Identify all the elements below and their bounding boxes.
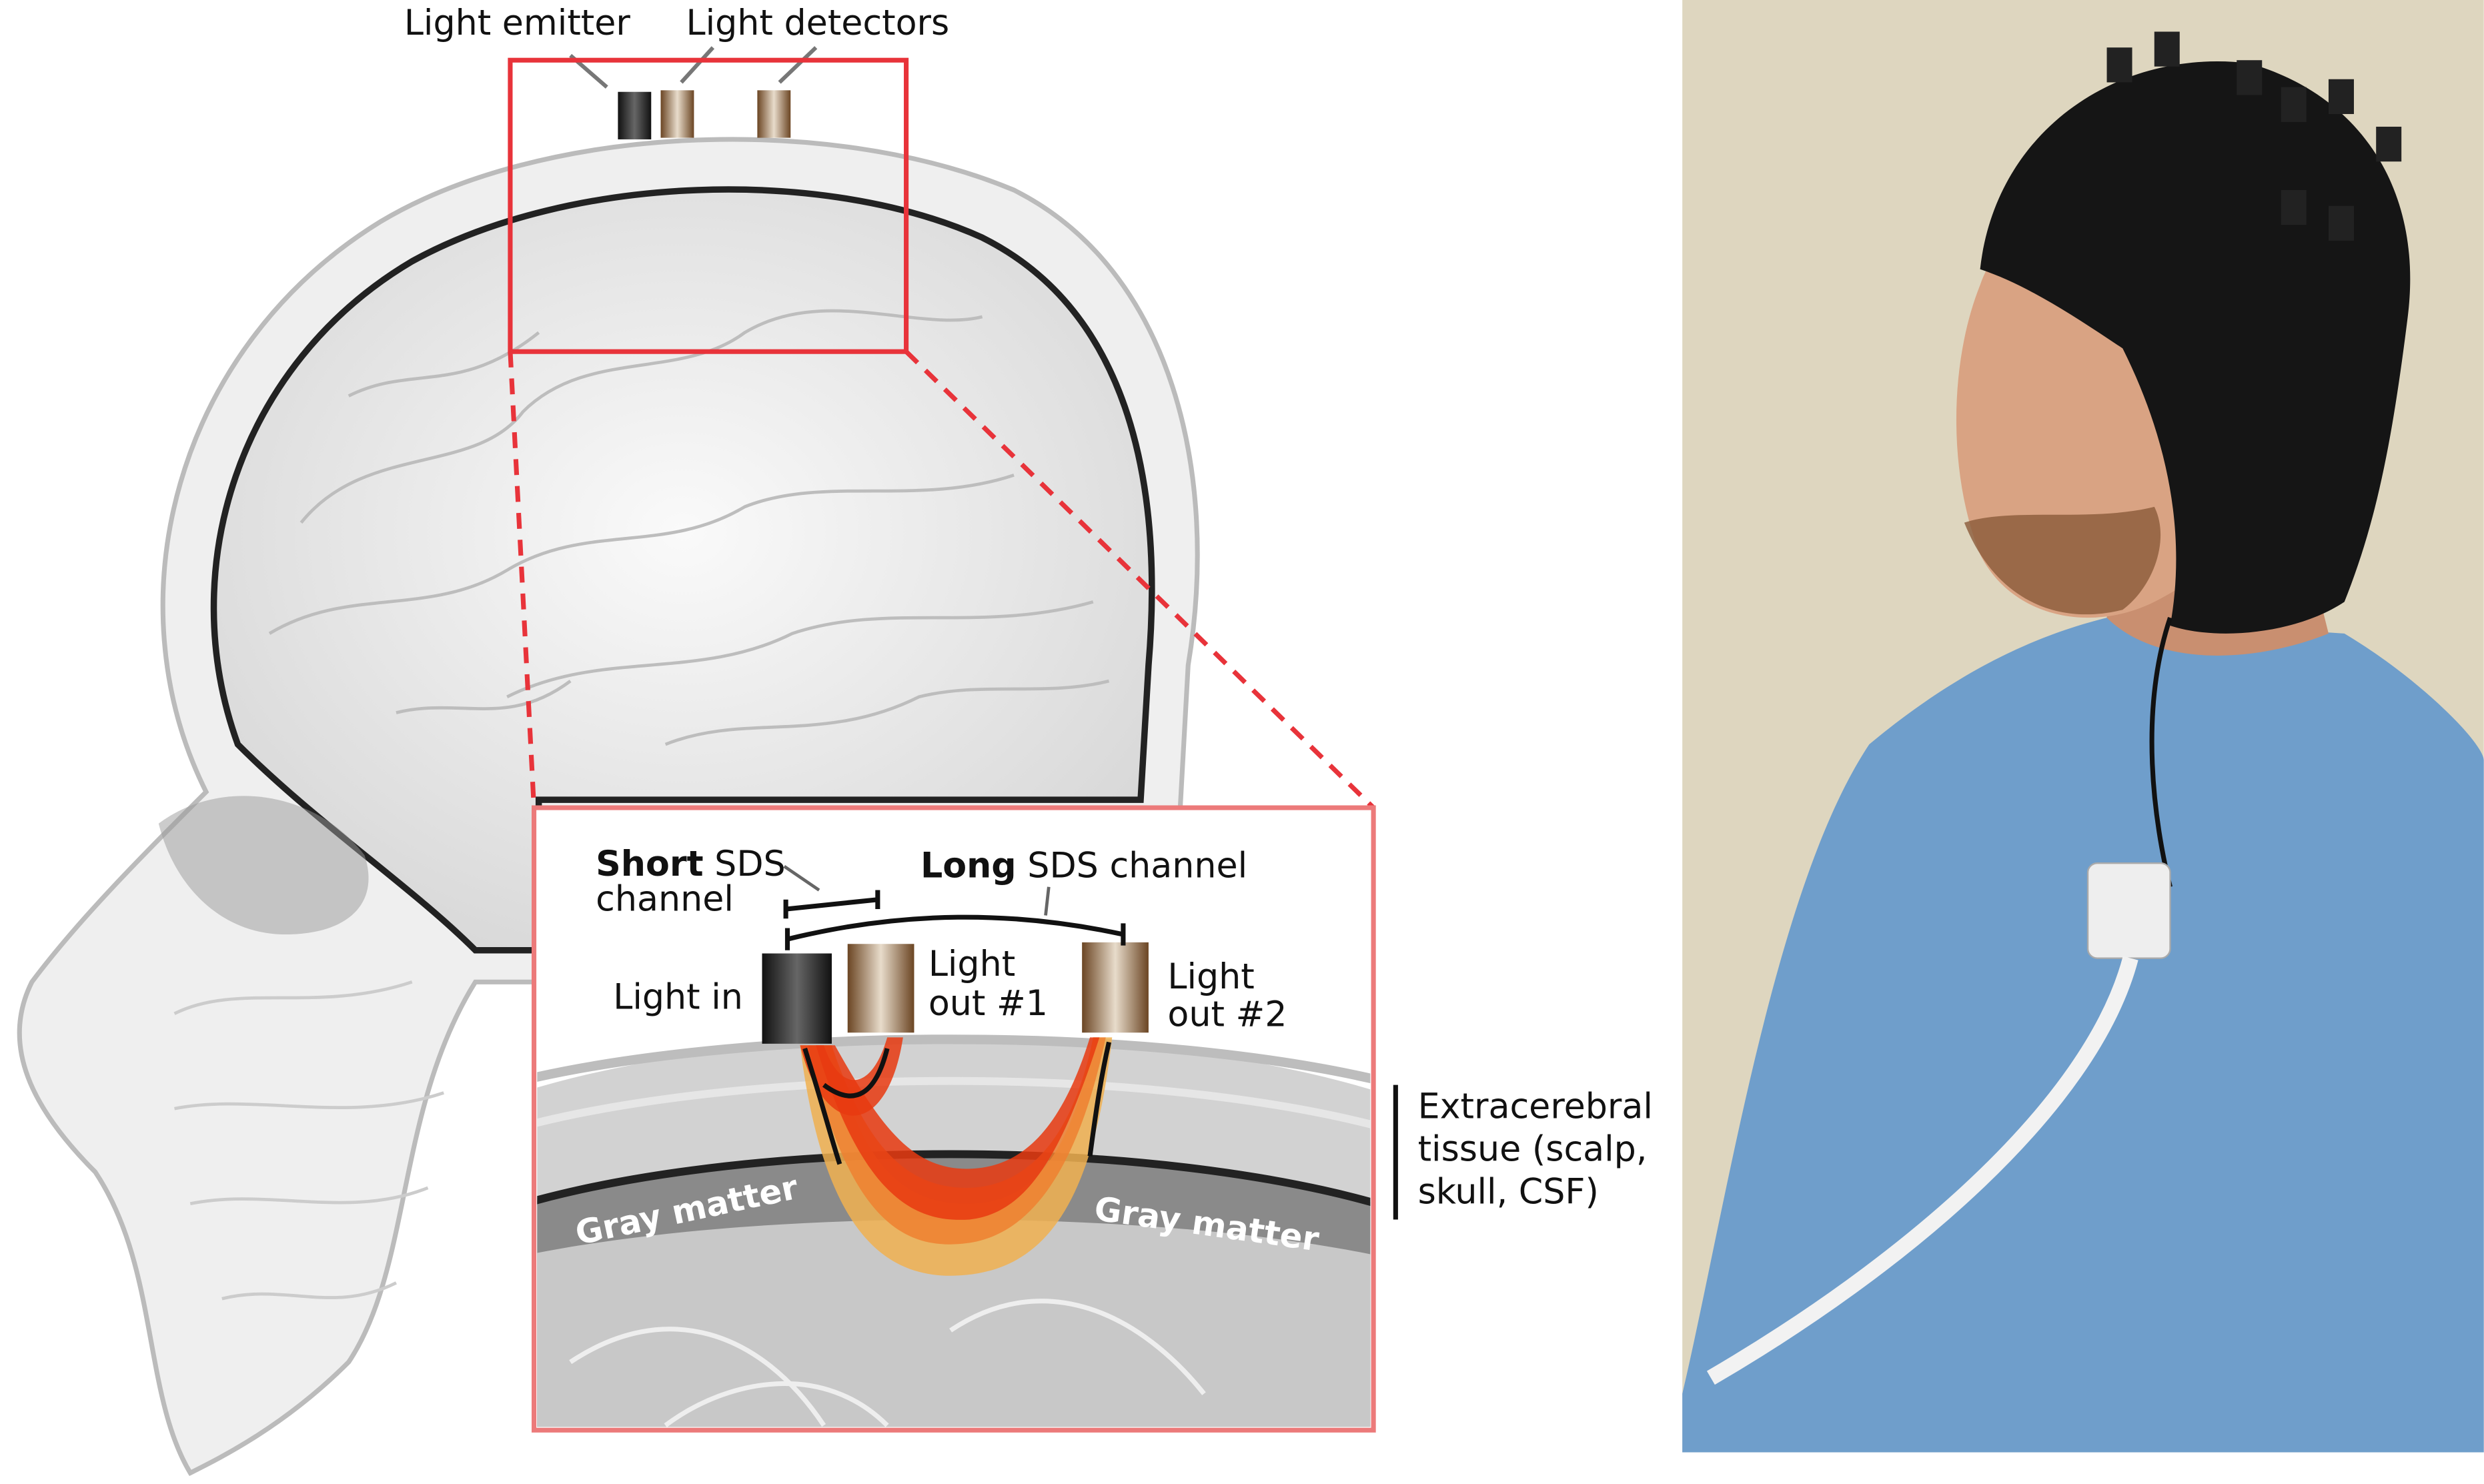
detector-optode-2: [757, 90, 791, 138]
light-detectors-label: Light detectors: [686, 3, 950, 43]
short-sds-label: Short SDS: [596, 844, 786, 884]
inset-emitter-optode: [762, 953, 832, 1044]
highlight-box: [508, 57, 909, 354]
sds-brackets: [783, 864, 1126, 950]
inset-detector-2: [1082, 942, 1149, 1033]
long-path-outer: [800, 1037, 1113, 1276]
light-out-2-line1: Light: [1167, 957, 1254, 997]
light-in-label: Light in: [613, 978, 743, 1018]
light-out-1-line1: Light: [928, 944, 1015, 984]
detector-optode-1: [660, 90, 694, 138]
extracerebral-label-2: tissue (scalp,: [1418, 1130, 1648, 1170]
device-box: [2086, 862, 2171, 959]
label-leader-lines: [569, 46, 818, 89]
light-emitter-label: Light emitter: [404, 3, 631, 43]
cable: [1706, 956, 2138, 1385]
short-sds-label-line2: channel: [596, 879, 734, 919]
inset-detector-1: [847, 944, 914, 1033]
shirt: [1682, 618, 2484, 1453]
emitter-optode: [618, 91, 652, 139]
short-path: [800, 1037, 903, 1116]
inset-panel: Gray matter Gray matter Short SDS channe…: [531, 805, 1376, 1433]
extracerebral-label-1: Extracerebral: [1418, 1086, 1653, 1127]
long-sds-label: Long SDS channel: [920, 846, 1247, 886]
light-out-2-line2: out #2: [1167, 995, 1287, 1035]
participant-photo: [1682, 0, 2484, 1453]
light-out-1-line2: out #1: [928, 984, 1048, 1024]
extracerebral-label-3: skull, CSF): [1418, 1173, 1599, 1213]
zoom-dashed-lines: [508, 349, 1375, 810]
